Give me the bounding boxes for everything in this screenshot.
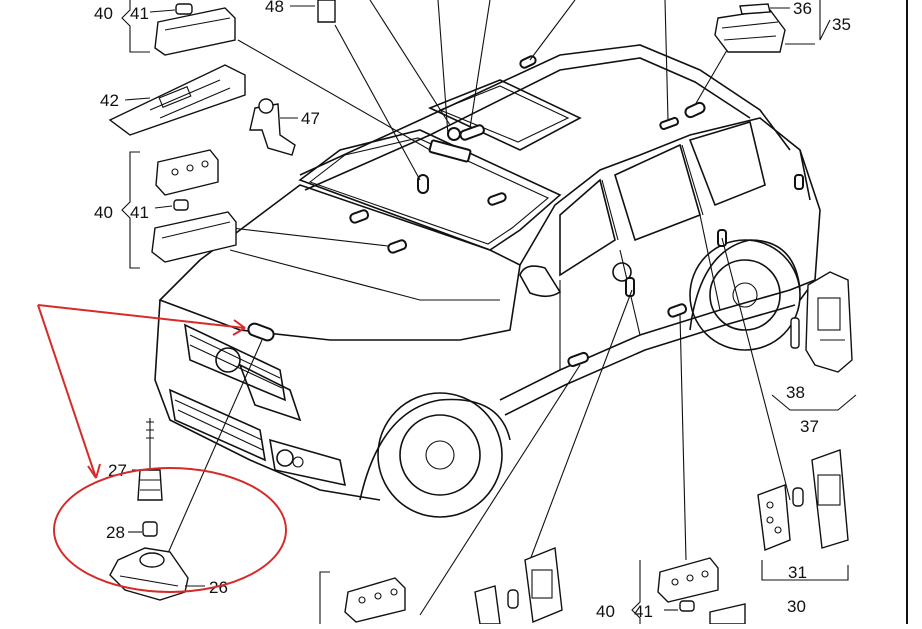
- callout-41c: 41: [634, 602, 653, 621]
- red-annotation: [37, 304, 287, 593]
- callout-36: 36: [793, 0, 812, 18]
- highlight-circle: [53, 467, 287, 593]
- part-bottom-extras: [319, 547, 563, 625]
- callout-47: 47: [301, 109, 320, 128]
- lamp-markers: [247, 55, 804, 367]
- callout-40b: 40: [94, 203, 113, 222]
- part-37-switch: 38 37: [771, 271, 857, 436]
- callout-35: 35: [832, 15, 851, 34]
- callout-37: 37: [800, 417, 819, 436]
- part-42-plate: 42: [100, 64, 246, 136]
- callout-48: 48: [265, 0, 284, 16]
- callout-28: 28: [106, 523, 125, 542]
- part-35-housing: 36 35: [714, 0, 851, 53]
- callout-42: 42: [100, 91, 119, 110]
- highlighted-lamp: [247, 322, 275, 342]
- callout-41a: 41: [130, 4, 149, 23]
- callout-40a: 40: [94, 4, 113, 23]
- part-40-bottom: 40 41: [596, 557, 746, 625]
- part-26-lamp-assembly: 27 28 26: [106, 418, 228, 601]
- leader-lines: [164, 0, 791, 616]
- callout-30: 30: [787, 597, 806, 616]
- callout-41b: 41: [130, 203, 149, 222]
- callout-31: 31: [788, 563, 807, 582]
- part-48: 48: [265, 0, 336, 23]
- part-40-top: 40 41: [94, 0, 236, 56]
- car-outline: [154, 44, 821, 518]
- callout-40c: 40: [596, 602, 615, 621]
- callout-38: 38: [786, 383, 805, 402]
- part-30-holder: 31 30: [757, 449, 849, 616]
- right-edge-border: [906, 0, 922, 624]
- part-40-mid: 40 41: [94, 149, 237, 269]
- part-47: 47: [249, 98, 320, 156]
